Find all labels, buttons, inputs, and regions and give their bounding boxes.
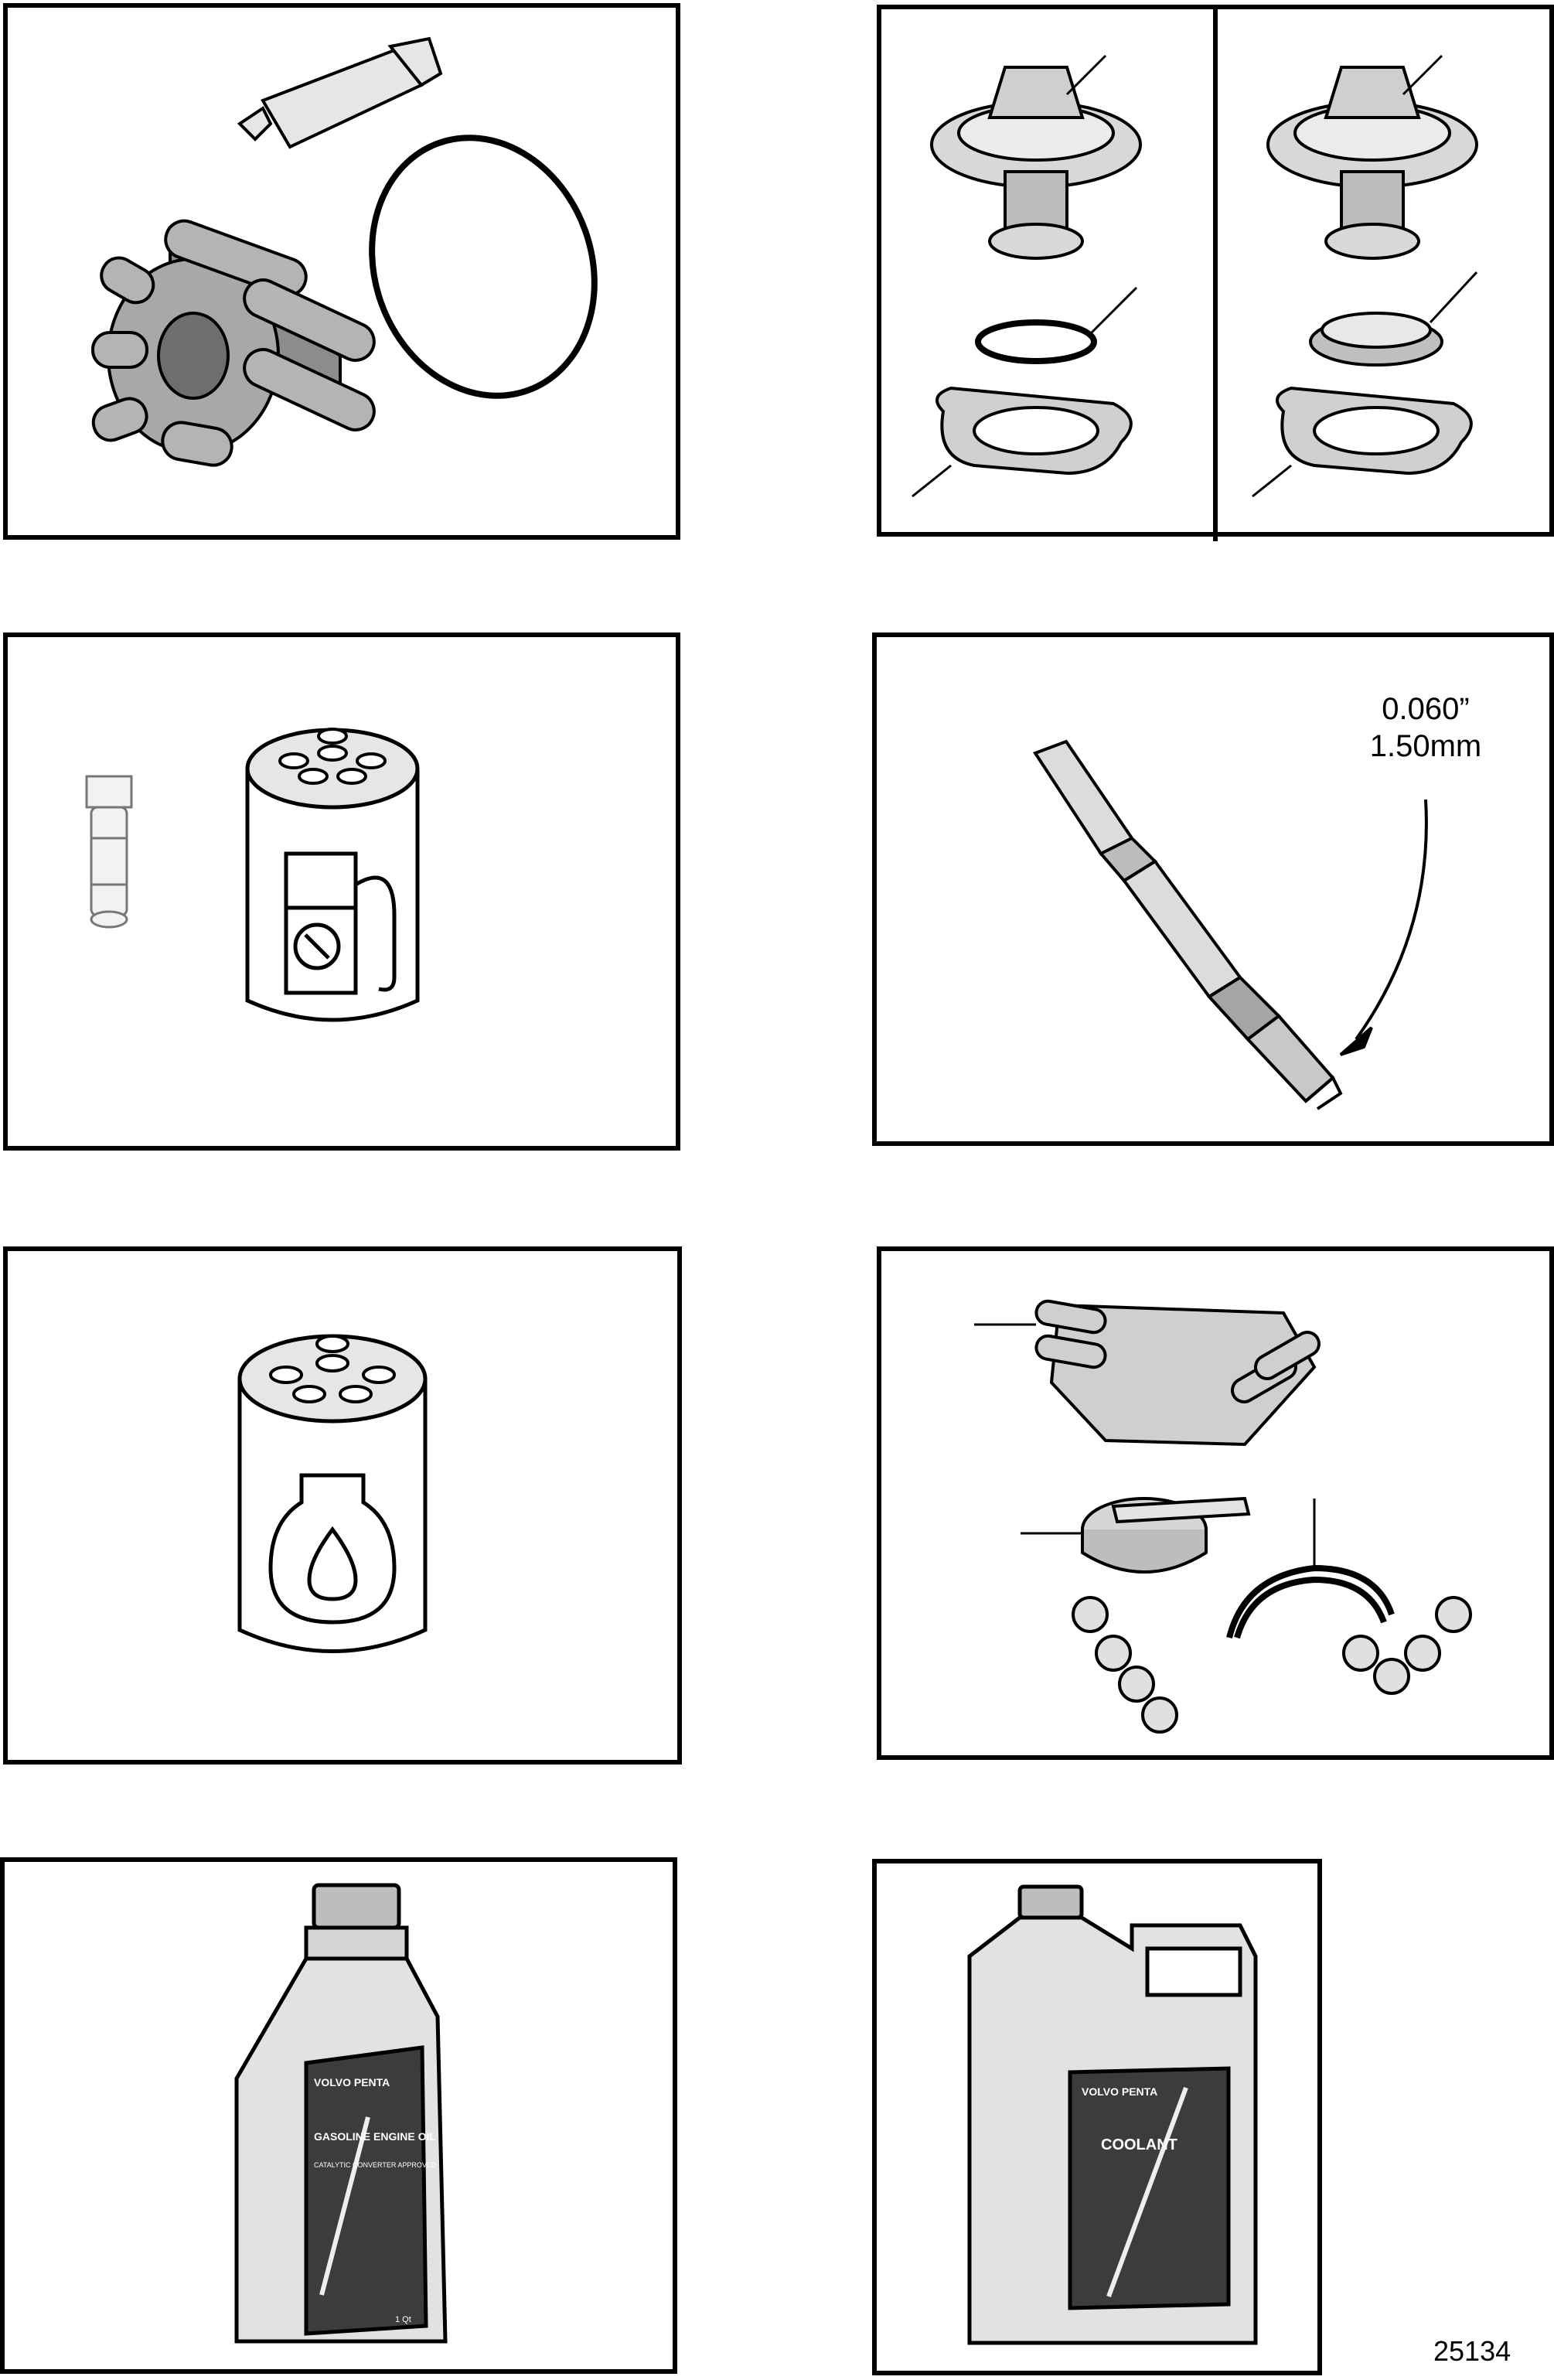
- gap-metric-label: 1.50mm: [1369, 729, 1482, 763]
- impeller-icon: [91, 219, 376, 467]
- thermostat-icon: [930, 54, 1142, 260]
- oring-icon: [369, 135, 598, 399]
- panel-spark-plug: 0.060” 1.50mm: [872, 633, 1554, 1146]
- panel-oil-filter: [3, 1246, 682, 1765]
- gap-arrow-icon: [1339, 799, 1428, 1056]
- oil-bottle-icon: [234, 1883, 448, 2344]
- fuel-filter-icon: [245, 728, 420, 1022]
- figure-number: 25134: [1433, 2335, 1511, 2367]
- seal-icon: [1309, 271, 1478, 367]
- oil-filter-icon: [237, 1334, 428, 1653]
- oil-product-text: GASOLINE ENGINE OIL: [314, 2130, 436, 2143]
- coolant-jug-icon: [967, 1884, 1258, 2345]
- panel-ignition: [877, 1246, 1554, 1760]
- oring-icon: [975, 286, 1138, 364]
- panel-thermostats: [877, 5, 1554, 541]
- gasket-icon: [1252, 386, 1473, 498]
- oil-sub-text: CATALYTIC CONVERTER APPROVED: [314, 2161, 437, 2169]
- rotor-icon: [1021, 1496, 1251, 1574]
- gap-inches-label: 0.060”: [1382, 692, 1470, 726]
- thermostat-icon: [1266, 54, 1478, 260]
- fuel-pump-icon: [85, 775, 133, 929]
- panel-fuel-filter: [3, 633, 680, 1151]
- ignition-wires-icon: [1072, 1499, 1472, 1734]
- coolant-product-text: COOLANT: [1101, 2136, 1177, 2153]
- oil-volume-text: 1 Qt: [395, 2315, 411, 2324]
- panel-engine-oil: VOLVO PENTA GASOLINE ENGINE OIL CATALYTI…: [0, 1857, 677, 2374]
- oil-brand-text: VOLVO PENTA: [314, 2076, 390, 2088]
- panel-coolant: VOLVO PENTA COOLANT: [872, 1859, 1322, 2375]
- panel-impeller-kit: [3, 3, 680, 540]
- coolant-brand-text: VOLVO PENTA: [1082, 2085, 1157, 2098]
- gasket-icon: [912, 386, 1133, 498]
- tube-icon: [237, 36, 443, 149]
- spark-plug-icon: [1032, 739, 1343, 1110]
- distributor-cap-icon: [974, 1299, 1321, 1447]
